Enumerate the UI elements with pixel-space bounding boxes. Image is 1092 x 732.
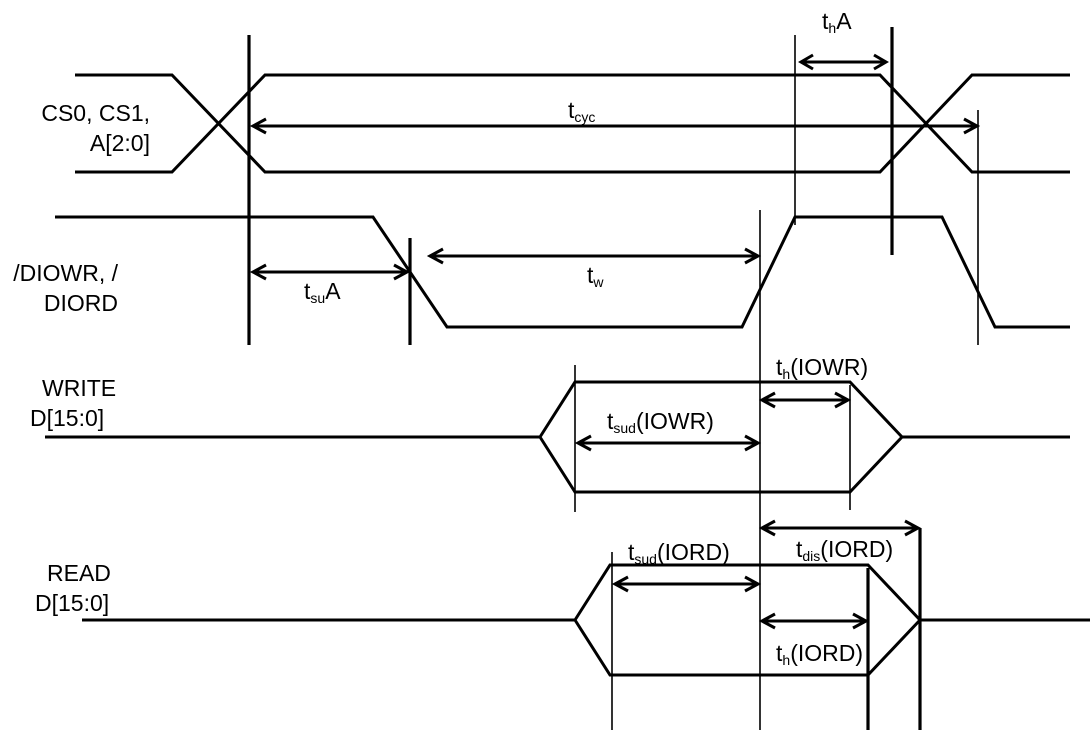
tsud-iowr-arrow xyxy=(574,434,762,452)
signal-label-write-line2: D[15:0] xyxy=(30,405,105,431)
signal-label-strobe-line1: /DIOWR, / xyxy=(13,260,118,286)
address-bus-lower-trace xyxy=(75,73,1070,174)
signal-label-read-line2: D[15:0] xyxy=(35,590,110,616)
timing-label-tsud-iord: tsud(IORD) xyxy=(628,539,730,567)
signal-label-read: READ D[15:0] xyxy=(35,558,111,618)
signal-label-write: WRITE D[15:0] xyxy=(30,373,116,433)
timing-label-tw: tw xyxy=(587,262,604,290)
tw-arrow xyxy=(426,247,762,265)
thA-arrow xyxy=(798,53,889,71)
signal-label-write-line1: WRITE xyxy=(42,375,117,401)
timing-label-tsuA: tsuA xyxy=(304,278,341,306)
timing-label-th-iowr: th(IOWR) xyxy=(776,354,869,382)
timing-label-thA: thA xyxy=(822,8,852,36)
signal-label-address-line2: A[2:0] xyxy=(89,130,150,156)
timing-label-tsud-iowr: tsud(IOWR) xyxy=(607,408,714,436)
signal-label-address-line1: CS0, CS1, xyxy=(41,100,150,126)
signal-label-strobe-line2: DIORD xyxy=(43,290,118,316)
tsud-iord-arrow xyxy=(611,575,762,593)
tdis-iord-arrow xyxy=(758,519,922,537)
signal-label-address: CS0, CS1, A[2:0] xyxy=(0,98,150,158)
th-iord-arrow xyxy=(758,612,870,630)
tsuA-arrow xyxy=(249,263,411,281)
timing-label-tcyc: tcyc xyxy=(568,97,596,125)
strobe-trace xyxy=(55,215,1070,329)
signal-label-read-line1: READ xyxy=(47,560,111,586)
tcyc-arrow xyxy=(249,117,981,135)
address-bus-upper-trace xyxy=(75,73,1070,174)
timing-label-th-iord: th(IORD) xyxy=(776,640,864,668)
timing-label-tdis-iord: tdis(IORD) xyxy=(796,536,894,564)
th-iowr-arrow xyxy=(758,391,852,409)
signal-label-strobe: /DIOWR, / DIORD xyxy=(0,258,118,318)
